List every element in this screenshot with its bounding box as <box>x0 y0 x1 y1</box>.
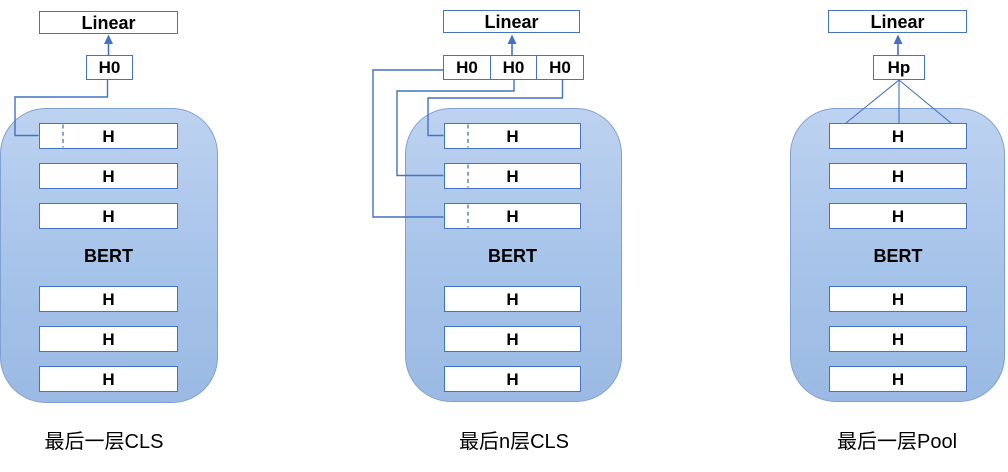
caption-last-layer-cls: 最后一层CLS <box>44 431 164 453</box>
hidden-state-row: H <box>444 326 581 352</box>
hidden-state-row: H <box>39 163 178 189</box>
hidden-state-row: H <box>39 123 178 149</box>
bert-label: BERT <box>488 245 537 266</box>
h0-box: H0 <box>86 55 133 80</box>
hidden-state-row: H <box>444 366 581 392</box>
hidden-state-row: H <box>39 203 178 229</box>
arrow-up-icon <box>507 34 517 44</box>
hidden-state-row: H <box>829 163 967 189</box>
hidden-state-row: H <box>444 123 581 149</box>
bert-label: BERT <box>873 245 923 266</box>
hidden-state-row: H <box>39 326 178 352</box>
hidden-state-row: H <box>829 203 967 229</box>
hidden-state-row: H <box>444 203 581 229</box>
caption-last-n-layers-cls: 最后n层CLS <box>458 431 570 453</box>
linear-box: Linear <box>443 10 580 33</box>
caption-last-layer-pool: 最后一层Pool <box>836 431 958 453</box>
hidden-state-row: H <box>39 366 178 392</box>
hidden-state-row: H <box>829 123 967 149</box>
hp-box: Hp <box>873 55 925 80</box>
hidden-state-row: H <box>444 163 581 189</box>
hidden-state-row: H <box>829 326 967 352</box>
hidden-state-row: H <box>829 366 967 392</box>
hidden-state-row: H <box>829 286 967 312</box>
bert-container <box>790 108 1005 402</box>
linear-box: Linear <box>39 11 178 34</box>
bert-container <box>0 108 218 403</box>
h0-box: H0 <box>443 55 491 80</box>
bert-label: BERT <box>84 245 133 266</box>
h0-box: H0 <box>536 55 584 80</box>
arrow-up-icon <box>104 34 113 44</box>
linear-box: Linear <box>828 10 967 33</box>
hidden-state-row: H <box>39 286 178 312</box>
h0-box: H0 <box>489 55 538 80</box>
hidden-state-row: H <box>444 286 581 312</box>
arrow-up-icon <box>893 34 903 44</box>
h0-concat-row: H0 H0 H0 <box>443 55 584 80</box>
